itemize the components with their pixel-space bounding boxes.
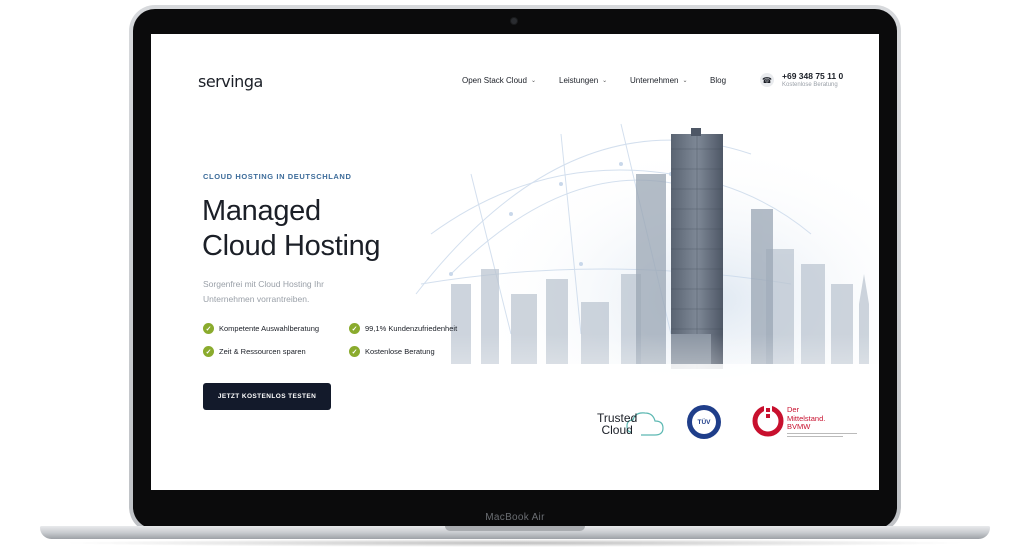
cta-test-free-button[interactable]: JETZT KOSTENLOS TESTEN [203,383,331,410]
feature-item: ✓ 99,1% Kundenzufriedenheit [349,323,457,334]
hero-title-line2: Cloud Hosting [202,230,381,262]
chevron-down-icon: ⌄ [530,78,536,84]
feature-label: 99,1% Kundenzufriedenheit [365,324,458,333]
laptop-shadow [60,539,970,547]
nav-item-leistungen[interactable]: Leistungen ⌄ [559,76,607,85]
nav-item-blog[interactable]: Blog [710,76,726,85]
nav-label: Unternehmen [630,76,679,85]
mittelstand-fineprint [787,432,857,437]
chevron-down-icon: ⌄ [682,78,688,84]
model-label: MacBook Air [485,512,545,523]
screen-chin [133,496,897,526]
hero-title-line1: Managed [202,195,321,227]
hero-subtitle: Sorgenfrei mit Cloud Hosting Ihr Unterne… [203,279,324,304]
website-screen: servinga Open Stack Cloud ⌄ Leistungen ⌄… [151,34,879,490]
trusted-cloud-line1: Trusted [597,411,638,425]
phone-icon[interactable]: ☎ [760,73,774,87]
feature-label: Zeit & Ressourcen sparen [219,347,306,356]
nav-item-open-stack-cloud[interactable]: Open Stack Cloud ⌄ [462,76,536,85]
phone-caption: Kostenlose Beratung [782,82,838,88]
trusted-cloud-text: Trusted Cloud [597,412,637,436]
trusted-cloud-badge: Trusted Cloud [597,404,667,444]
laptop-notch [445,526,585,531]
trusted-cloud-line2: Cloud [601,423,633,437]
hero-title: Managed Cloud Hosting [202,194,381,264]
laptop-base [40,526,990,539]
feature-item: ✓ Kompetente Auswahlberatung [203,323,319,334]
check-icon: ✓ [203,323,214,334]
mittelstand-logo [752,405,784,437]
nav-item-unternehmen[interactable]: Unternehmen ⌄ [630,76,688,85]
feature-label: Kostenlose Beratung [365,347,435,356]
mittelstand-line2: Mittelstand. [787,413,826,423]
skyline-illustration [401,123,879,490]
mittelstand-line1: Der [787,405,800,414]
check-icon: ✓ [203,346,214,357]
feature-item: ✓ Zeit & Ressourcen sparen [203,346,306,357]
nav-label: Blog [710,76,727,85]
mittelstand-badge: Der Mittelstand. BVMW [752,405,857,439]
check-icon: ✓ [349,346,360,357]
tuv-label: TÜV [692,410,716,434]
chevron-down-icon: ⌄ [602,78,608,84]
nav-label: Leistungen [559,76,599,85]
camera-icon [511,18,517,24]
mittelstand-line3: BVMW [787,422,811,431]
phone-number[interactable]: +69 348 75 11 0 [782,71,844,81]
tuv-seal: TÜV [687,405,721,439]
feature-item: ✓ Kostenlose Beratung [349,346,435,357]
nav-label: Open Stack Cloud [462,76,527,85]
feature-label: Kompetente Auswahlberatung [219,324,320,333]
brand-logo[interactable]: servinga [198,72,263,91]
check-icon: ✓ [349,323,360,334]
cloud-icon [626,412,664,436]
hero-eyebrow: CLOUD HOSTING IN DEUTSCHLAND [203,172,352,181]
